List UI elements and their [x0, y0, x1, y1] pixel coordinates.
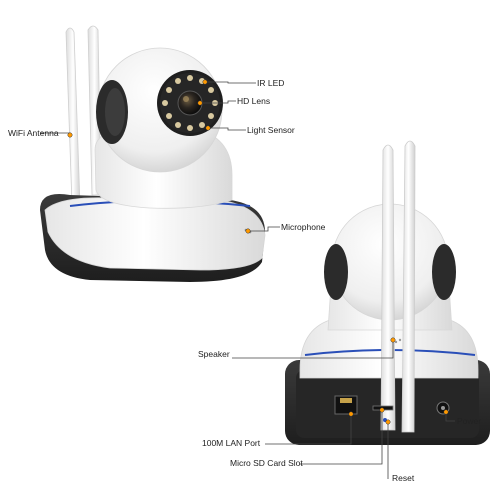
front-camera	[40, 25, 266, 282]
label-hd-lens: HD Lens	[237, 96, 271, 106]
front-body	[44, 197, 266, 271]
label-sd-card-slot: Micro SD Card Slot	[230, 458, 303, 468]
label-ir-led: IR LED	[257, 78, 285, 88]
label-reset: Reset	[392, 473, 415, 483]
label-speaker: Speaker	[198, 349, 230, 359]
ir-led-ring	[162, 75, 218, 131]
back-wifi-antennas	[380, 140, 416, 433]
label-lan-port: 100M LAN Port	[202, 438, 261, 448]
label-wifi-antenna: WiFi Antenna	[8, 128, 59, 138]
back-camera	[285, 140, 490, 445]
label-light-sensor: Light Sensor	[247, 125, 295, 135]
label-microphone: Microphone	[281, 222, 326, 232]
callout-dots	[67, 79, 449, 425]
lan-port	[334, 395, 358, 415]
label-power: Power	[457, 416, 482, 426]
